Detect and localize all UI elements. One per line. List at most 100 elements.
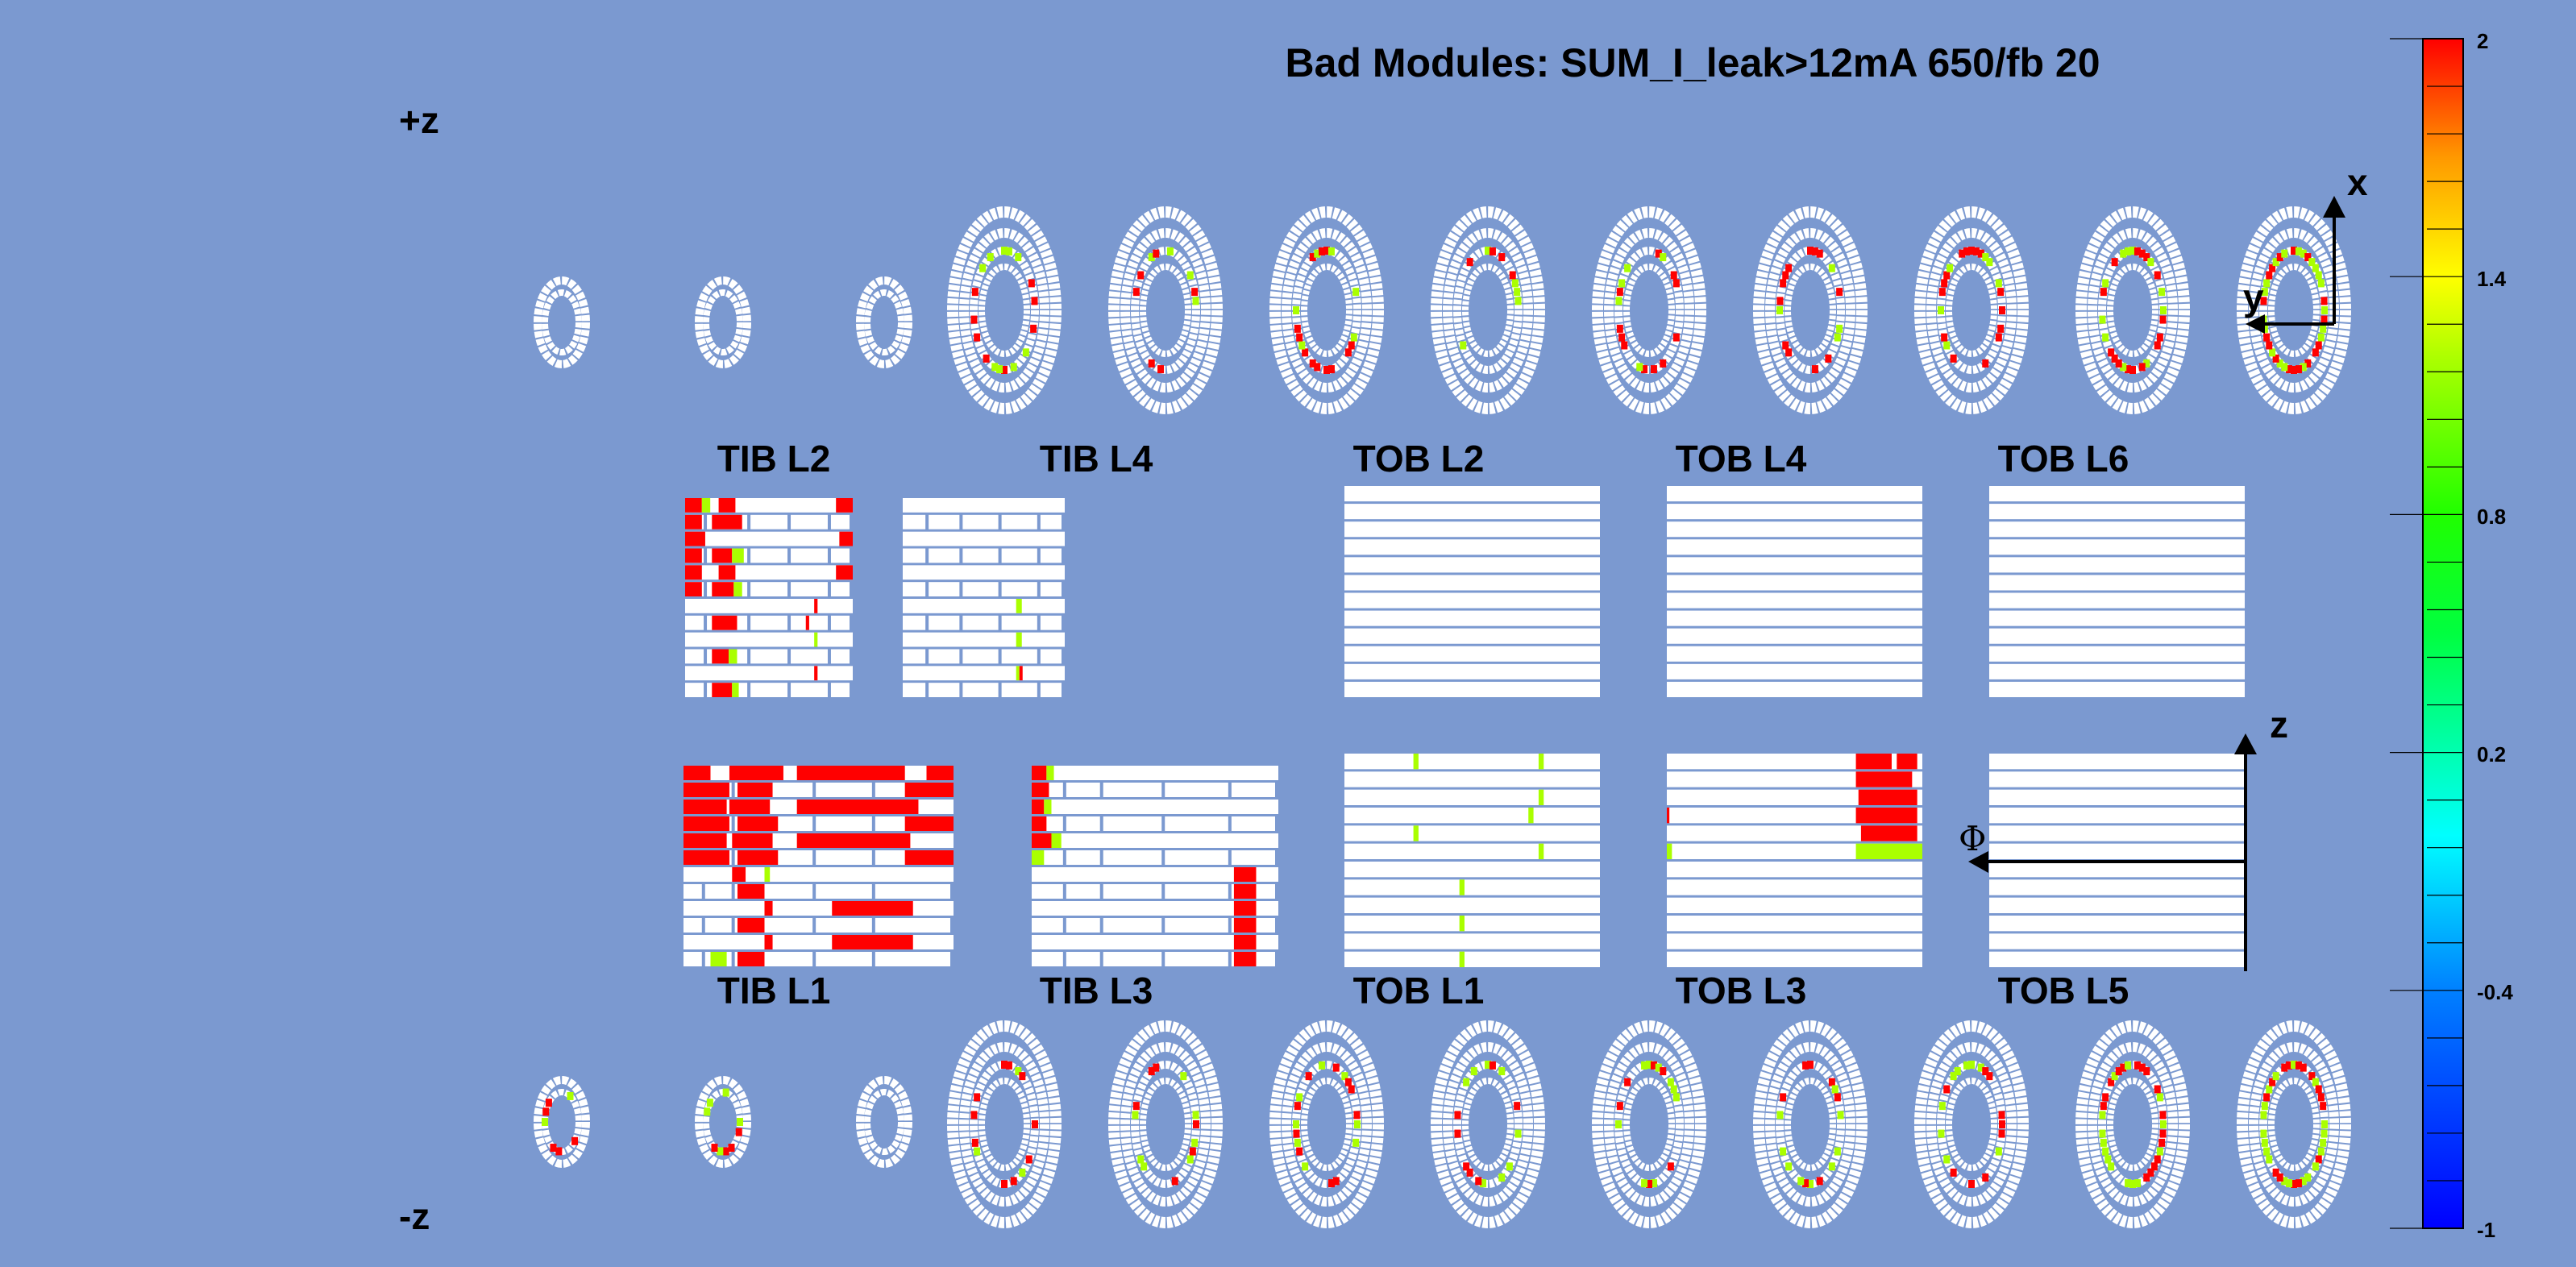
bad-module (1233, 884, 1257, 899)
bad-module (2150, 1162, 2158, 1171)
bad-module (2138, 249, 2146, 258)
tid-disc (695, 1076, 751, 1168)
bad-module (1968, 1061, 1975, 1069)
phi-arrow-icon (1968, 851, 1988, 873)
bad-module (1997, 324, 2005, 333)
module-row (830, 683, 850, 697)
bad-module (1938, 1102, 1946, 1111)
label-tob-l2: TOB L2 (1353, 438, 1485, 480)
barrel-tob-l5 (1989, 754, 2245, 967)
bad-module (2158, 288, 2166, 297)
module-ring (1431, 1020, 1545, 1228)
bad-module (2154, 1085, 2161, 1094)
module-row (830, 514, 850, 530)
bad-module (2281, 249, 2288, 258)
bad-module (1166, 247, 1174, 255)
bad-module (971, 288, 978, 297)
module-row (1001, 649, 1037, 664)
bad-module (1670, 1085, 1677, 1094)
module-row (685, 683, 704, 697)
bad-module (1031, 297, 1038, 305)
bad-module (1302, 1162, 1309, 1171)
bad-module (1233, 867, 1257, 882)
module-row (903, 514, 926, 530)
bad-module (1293, 1120, 1299, 1128)
module-ring (1926, 1042, 2017, 1207)
bad-module (974, 1093, 981, 1102)
module-row (1001, 548, 1037, 563)
bad-module (2281, 1063, 2288, 1072)
bad-module (2281, 1177, 2288, 1186)
bad-module (2134, 1179, 2141, 1188)
module-row (750, 615, 788, 630)
module-row (1989, 916, 2245, 932)
module-row (1032, 766, 1278, 780)
module-ring (1140, 1078, 1191, 1171)
bad-module (1294, 1102, 1301, 1111)
module-row (1103, 850, 1162, 865)
module-row (1344, 933, 1600, 949)
module-row (750, 582, 788, 596)
bad-module (1954, 1067, 1961, 1076)
bad-module (1466, 1168, 1473, 1177)
module-row (875, 952, 950, 966)
bad-module (1943, 271, 1951, 280)
bad-module (735, 1128, 742, 1136)
bad-module (1186, 1155, 1194, 1164)
bad-module (542, 1107, 550, 1116)
module-row (1989, 486, 2245, 502)
bad-module (2276, 1173, 2283, 1182)
bad-module (2111, 354, 2118, 363)
y-axis-label: y (2243, 276, 2264, 318)
bad-module (2154, 1155, 2161, 1164)
module-row (1344, 663, 1600, 679)
bad-module (1636, 363, 1643, 372)
bad-module (926, 766, 954, 780)
color-scale: 2 1.4 0.8 0.2 -0.4 -1 (2390, 29, 2513, 1242)
barrel-tib-l4 (903, 498, 1065, 697)
bad-module (1005, 247, 1012, 255)
bad-module (712, 615, 737, 630)
bad-module (1528, 808, 1534, 824)
bad-module (991, 363, 999, 372)
bad-module (1001, 247, 1008, 255)
bad-module (2315, 1085, 2322, 1094)
module-row (1344, 808, 1600, 824)
module-row (791, 582, 828, 596)
bad-module (2300, 1177, 2307, 1186)
bad-module (796, 766, 905, 780)
module-ring (1776, 1061, 1845, 1188)
tec-disc (1431, 1020, 1545, 1228)
x-axis-label: x (2347, 161, 2368, 203)
bad-module (1193, 1120, 1199, 1128)
bad-module (1667, 808, 1670, 824)
tec-disc (1269, 1020, 1384, 1228)
barrel-tob-l2 (1344, 486, 1600, 697)
tec-disc (1592, 206, 1706, 414)
bad-module (983, 354, 990, 363)
bad-module (1615, 297, 1622, 305)
bad-module (1972, 247, 1980, 255)
module-ring (1765, 228, 1855, 393)
bad-module (1302, 348, 1309, 357)
module-row (1667, 628, 1922, 644)
module-row (683, 952, 702, 966)
module-ring (1604, 228, 1694, 393)
bad-module (1646, 1180, 1652, 1188)
minus-z-label: -z (399, 1195, 430, 1237)
bad-module (737, 850, 779, 865)
bad-module (1959, 249, 1966, 258)
module-ring (864, 1089, 904, 1155)
module-ring (703, 289, 743, 355)
bad-module (2260, 1111, 2267, 1120)
colorbar-tick: 0.2 (2477, 742, 2506, 766)
bad-module (2156, 1093, 2163, 1102)
module-ring (1614, 247, 1684, 374)
bad-module (1354, 1120, 1361, 1128)
bad-module (1995, 333, 2002, 342)
bad-module (1294, 1138, 1301, 1147)
bad-module (1509, 271, 1516, 280)
bad-module (1943, 1155, 1951, 1164)
bad-module (1001, 366, 1008, 374)
bad-module (710, 952, 727, 966)
